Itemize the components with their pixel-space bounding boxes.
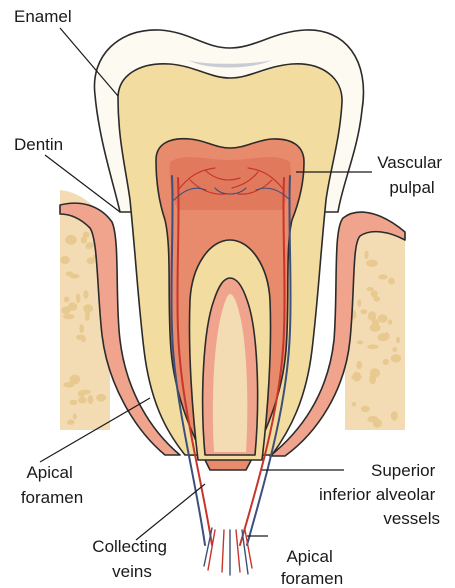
bone-pore xyxy=(391,411,398,421)
bone-pore xyxy=(67,420,75,425)
bone-pore xyxy=(367,345,378,350)
bone-pore xyxy=(80,390,91,395)
bone-pore xyxy=(76,294,81,304)
bone-pore xyxy=(384,332,390,340)
label-alveolar-vessels-line-2: inferior alveolar xyxy=(319,485,436,504)
label-alveolar-vessels-line-1: Superior xyxy=(371,461,436,480)
bone-pore xyxy=(68,235,73,239)
bone-pore xyxy=(378,314,388,323)
bone-pore xyxy=(356,361,362,369)
bone-pore xyxy=(366,260,378,267)
label-dentin: Dentin xyxy=(14,135,63,154)
bone-pore xyxy=(79,324,84,333)
bone-pore xyxy=(88,395,94,404)
label-apical-foramen-left-line-2: foramen xyxy=(21,488,83,507)
bone-pore xyxy=(83,304,93,312)
bone-pore xyxy=(63,314,75,319)
bone-pore xyxy=(370,368,380,377)
bone-pore xyxy=(70,400,78,405)
bone-pore xyxy=(68,303,77,311)
bone-pore xyxy=(63,382,74,388)
bone-pore xyxy=(392,347,397,352)
label-vascular-pulpal-line-1: Vascular xyxy=(377,153,442,172)
label-alveolar-vessels-line-3: vessels xyxy=(383,509,440,528)
bone-pore xyxy=(396,337,400,343)
bone-pore xyxy=(96,394,106,402)
label-apical-foramen-left: Apical foramen xyxy=(21,463,83,507)
bone-pore xyxy=(81,237,87,244)
bone-pore xyxy=(383,359,389,365)
bone-pore xyxy=(60,256,70,264)
bone-pore xyxy=(370,324,381,332)
label-collecting-veins-line-2: veins xyxy=(112,562,152,581)
bone-pore xyxy=(64,297,70,303)
bone-pore xyxy=(70,274,80,279)
bone-pore xyxy=(367,287,374,291)
label-apical-foramen-bottom-line-1: Apical xyxy=(286,547,332,566)
bone-pore xyxy=(378,275,387,280)
bone-pore xyxy=(361,406,370,412)
label-apical-foramen-bottom-line-2: foramen xyxy=(281,569,343,588)
label-enamel: Enamel xyxy=(14,7,72,26)
bone-pore xyxy=(87,257,95,264)
bone-pore xyxy=(361,309,368,314)
bone-pore xyxy=(357,299,361,307)
bone-pore xyxy=(368,311,376,320)
bone-pore xyxy=(373,419,382,428)
bone-pore xyxy=(76,335,85,341)
bone-pore xyxy=(391,354,401,362)
bone-pore xyxy=(78,397,87,404)
label-apical-foramen-left-line-1: Apical xyxy=(26,463,72,482)
label-collecting-veins-line-1: Collecting xyxy=(92,537,167,556)
bone-pore xyxy=(73,413,77,419)
leader-collecting-veins xyxy=(136,484,205,540)
bone-pore xyxy=(352,402,357,406)
bone-pore xyxy=(373,296,380,301)
label-alveolar-vessels: Superior inferior alveolar vessels xyxy=(319,461,440,528)
label-vascular-pulpal-line-2: pulpal xyxy=(389,178,434,197)
bone-pore xyxy=(357,340,364,344)
bone-pore xyxy=(83,290,88,299)
bone-pore xyxy=(352,372,361,382)
bone-pore xyxy=(364,251,368,259)
label-vascular-pulpal: Vascular pulpal xyxy=(377,153,447,197)
bone-pore xyxy=(85,311,90,321)
label-apical-foramen-bottom: Apical foramen xyxy=(281,547,343,588)
bone-pore xyxy=(388,320,393,325)
bone-pore xyxy=(85,245,92,250)
label-collecting-veins: Collecting veins xyxy=(92,537,171,581)
bone-pore xyxy=(388,278,395,285)
pulp-core xyxy=(169,157,290,210)
